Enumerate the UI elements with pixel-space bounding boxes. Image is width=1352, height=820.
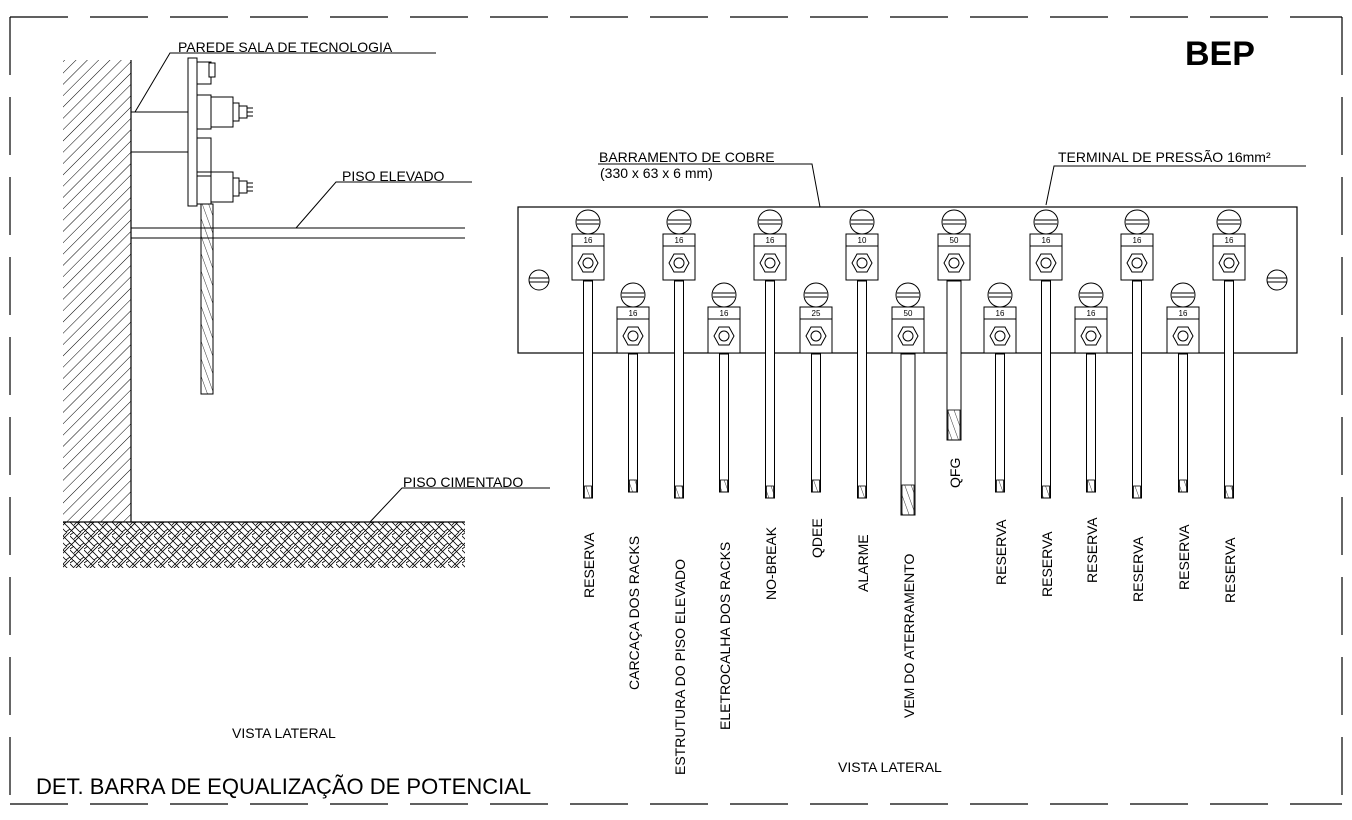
ground-cable xyxy=(1224,280,1234,499)
wall xyxy=(63,60,131,522)
terminal-label: RESERVA xyxy=(993,519,1009,585)
terminal-label: CARCAÇA DOS RACKS xyxy=(626,536,642,690)
terminal-gauge: 25 xyxy=(812,309,821,318)
ground-cable xyxy=(857,280,867,499)
ground-cable xyxy=(765,280,775,499)
ground-cable xyxy=(1178,353,1188,493)
ground-cable xyxy=(1132,280,1142,499)
right-view-caption: VISTA LATERAL xyxy=(838,759,942,775)
footer-title: DET. BARRA DE EQUALIZAÇÃO DE POTENCIAL xyxy=(36,774,531,799)
raised-floor-label: PISO ELEVADO xyxy=(342,168,445,184)
drawing-title-bep: BEP xyxy=(1185,35,1255,73)
terminal-gauge: 16 xyxy=(766,236,775,245)
busbar-dimensions: (330 x 63 x 6 mm) xyxy=(600,165,713,181)
ground-cable xyxy=(995,353,1005,493)
terminal-label: ELETROCALHA DOS RACKS xyxy=(717,542,733,730)
ground-cable xyxy=(1041,280,1051,499)
terminal-gauge: 50 xyxy=(950,236,959,245)
terminal-label: VEM DO ATERRAMENTO xyxy=(901,553,917,718)
left-side-view xyxy=(63,52,550,568)
terminal-label: RESERVA xyxy=(1222,537,1238,603)
left-view-caption: VISTA LATERAL xyxy=(232,725,336,741)
terminal-gauge: 16 xyxy=(675,236,684,245)
terminal-gauge: 16 xyxy=(720,309,729,318)
busbar-side-profile xyxy=(187,57,253,207)
ground-cable-side xyxy=(200,203,214,395)
wall-label: PAREDE SALA DE TECNOLOGIA xyxy=(178,39,393,55)
terminal-label: RESERVA xyxy=(1176,524,1192,590)
busbar-end-screw-left xyxy=(528,269,550,291)
terminal-gauge: 50 xyxy=(904,309,913,318)
terminal-label: TERMINAL DE PRESSÃO 16mm² xyxy=(1058,149,1271,165)
terminal-gauge: 16 xyxy=(1179,309,1188,318)
terminal-label: QDEE xyxy=(809,518,825,558)
sheet-border xyxy=(9,16,1343,805)
terminal-gauge: 16 xyxy=(996,309,1005,318)
ground-cable xyxy=(1086,353,1096,493)
cement-floor xyxy=(63,522,465,568)
terminal-gauge: 16 xyxy=(1087,309,1096,318)
terminal-label: ALARME xyxy=(855,534,871,592)
terminal-label: QFG xyxy=(947,458,963,488)
terminal-label: RESERVA xyxy=(581,532,597,598)
ground-cable xyxy=(628,353,638,493)
terminal-label: RESERVA xyxy=(1039,531,1055,597)
terminal-label: RESERVA xyxy=(1130,536,1146,602)
terminal-gauge: 10 xyxy=(858,236,867,245)
terminal-gauge: 16 xyxy=(1133,236,1142,245)
terminal-label: RESERVA xyxy=(1084,517,1100,583)
ground-cable xyxy=(674,280,684,499)
ground-cable xyxy=(719,353,729,493)
terminal-gauge: 16 xyxy=(584,236,593,245)
ground-cable xyxy=(811,353,821,493)
terminal-label: ESTRUTURA DO PISO ELEVADO xyxy=(672,559,688,775)
ground-cable xyxy=(583,280,593,499)
cement-floor-label: PISO CIMENTADO xyxy=(403,474,523,490)
terminal-label: NO-BREAK xyxy=(763,526,779,600)
terminal-gauge: 16 xyxy=(629,309,638,318)
busbar-end-screw-right xyxy=(1266,269,1288,291)
terminal-gauge: 16 xyxy=(1042,236,1051,245)
busbar-label: BARRAMENTO DE COBRE xyxy=(599,149,775,165)
raised-floor xyxy=(131,227,465,239)
terminal-gauge: 16 xyxy=(1225,236,1234,245)
